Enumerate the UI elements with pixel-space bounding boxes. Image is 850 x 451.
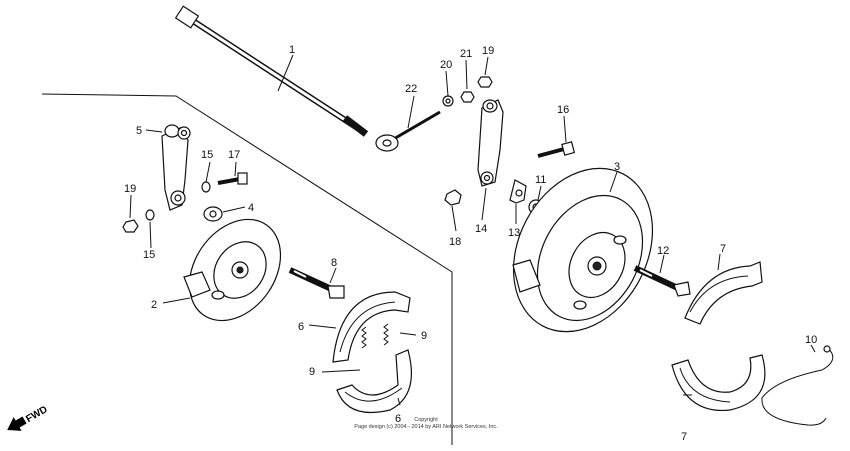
part-indicator-4[interactable] bbox=[203, 206, 223, 222]
callout-9-right: 9 bbox=[421, 330, 427, 342]
part-washer-15-lower[interactable] bbox=[145, 209, 155, 221]
callout-20: 20 bbox=[440, 59, 452, 71]
part-nut-19-left[interactable] bbox=[122, 219, 139, 233]
callout-19-top: 19 bbox=[482, 45, 494, 57]
part-nut-19-top[interactable] bbox=[477, 76, 493, 88]
callout-8: 8 bbox=[331, 257, 337, 269]
part-indicator-13[interactable] bbox=[509, 179, 527, 204]
callout-17: 17 bbox=[228, 149, 240, 161]
part-brake-shoe-6-upper[interactable] bbox=[332, 291, 411, 363]
part-brake-shoe-7-upper[interactable] bbox=[684, 261, 763, 325]
part-nut-21[interactable] bbox=[460, 91, 475, 103]
part-brake-shoe-6-lower[interactable] bbox=[336, 349, 412, 414]
part-brake-shoe-7-lower[interactable] bbox=[671, 354, 766, 412]
part-brake-panel-front[interactable] bbox=[171, 202, 300, 338]
callout-18: 18 bbox=[449, 236, 461, 248]
copyright-line-2: Page design (c) 2004 - 2014 by ARI Netwo… bbox=[354, 424, 498, 430]
callout-12: 12 bbox=[657, 245, 669, 257]
callout-13: 13 bbox=[508, 227, 520, 239]
fwd-label: FWD bbox=[24, 404, 49, 425]
callout-6-upper: 6 bbox=[298, 321, 304, 333]
forward-arrow: FWD bbox=[7, 404, 49, 431]
part-brake-cam-8[interactable] bbox=[288, 267, 345, 299]
callout-7-upper: 7 bbox=[720, 243, 726, 255]
part-brake-cam-12[interactable] bbox=[633, 265, 691, 297]
part-brake-rod[interactable] bbox=[375, 110, 441, 152]
callout-14: 14 bbox=[475, 223, 487, 235]
callout-1: 1 bbox=[289, 44, 295, 56]
callout-16: 16 bbox=[557, 104, 569, 116]
part-brake-arm-left[interactable] bbox=[161, 124, 191, 211]
callout-10: 10 bbox=[805, 334, 817, 346]
callout-19-left: 19 bbox=[124, 183, 136, 195]
callout-11: 11 bbox=[535, 174, 546, 186]
part-washer-15-upper[interactable] bbox=[201, 181, 211, 193]
callout-5: 5 bbox=[136, 125, 142, 137]
part-bolt-17[interactable] bbox=[217, 172, 248, 185]
part-washer-20[interactable] bbox=[442, 95, 454, 107]
callout-4: 4 bbox=[248, 202, 254, 214]
part-nut-18[interactable] bbox=[444, 189, 462, 206]
callout-15-upper: 15 bbox=[201, 149, 213, 161]
part-spring-wire-10[interactable] bbox=[761, 345, 834, 426]
copyright-line-1: Copyright bbox=[414, 417, 438, 423]
callout-7-lower: 7 bbox=[681, 431, 687, 443]
callout-15-lower: 15 bbox=[143, 249, 155, 261]
section-divider bbox=[41, 93, 453, 445]
part-spring-9-right[interactable] bbox=[383, 323, 389, 346]
callout-6-lower: 6 bbox=[395, 413, 401, 425]
callout-22: 22 bbox=[405, 83, 417, 95]
callout-2: 2 bbox=[151, 299, 157, 311]
callout-9-left: 9 bbox=[309, 366, 315, 378]
part-axle-bolt[interactable] bbox=[174, 5, 369, 137]
callout-21: 21 bbox=[460, 48, 472, 60]
part-brake-panel-rear[interactable] bbox=[486, 144, 680, 356]
part-bolt-16[interactable] bbox=[537, 141, 576, 158]
callout-3: 3 bbox=[614, 161, 620, 173]
leader-lines bbox=[129, 54, 816, 406]
part-spring-9-left[interactable] bbox=[361, 326, 367, 349]
arrow-icon bbox=[7, 416, 27, 431]
part-brake-arm-right[interactable] bbox=[477, 99, 504, 187]
